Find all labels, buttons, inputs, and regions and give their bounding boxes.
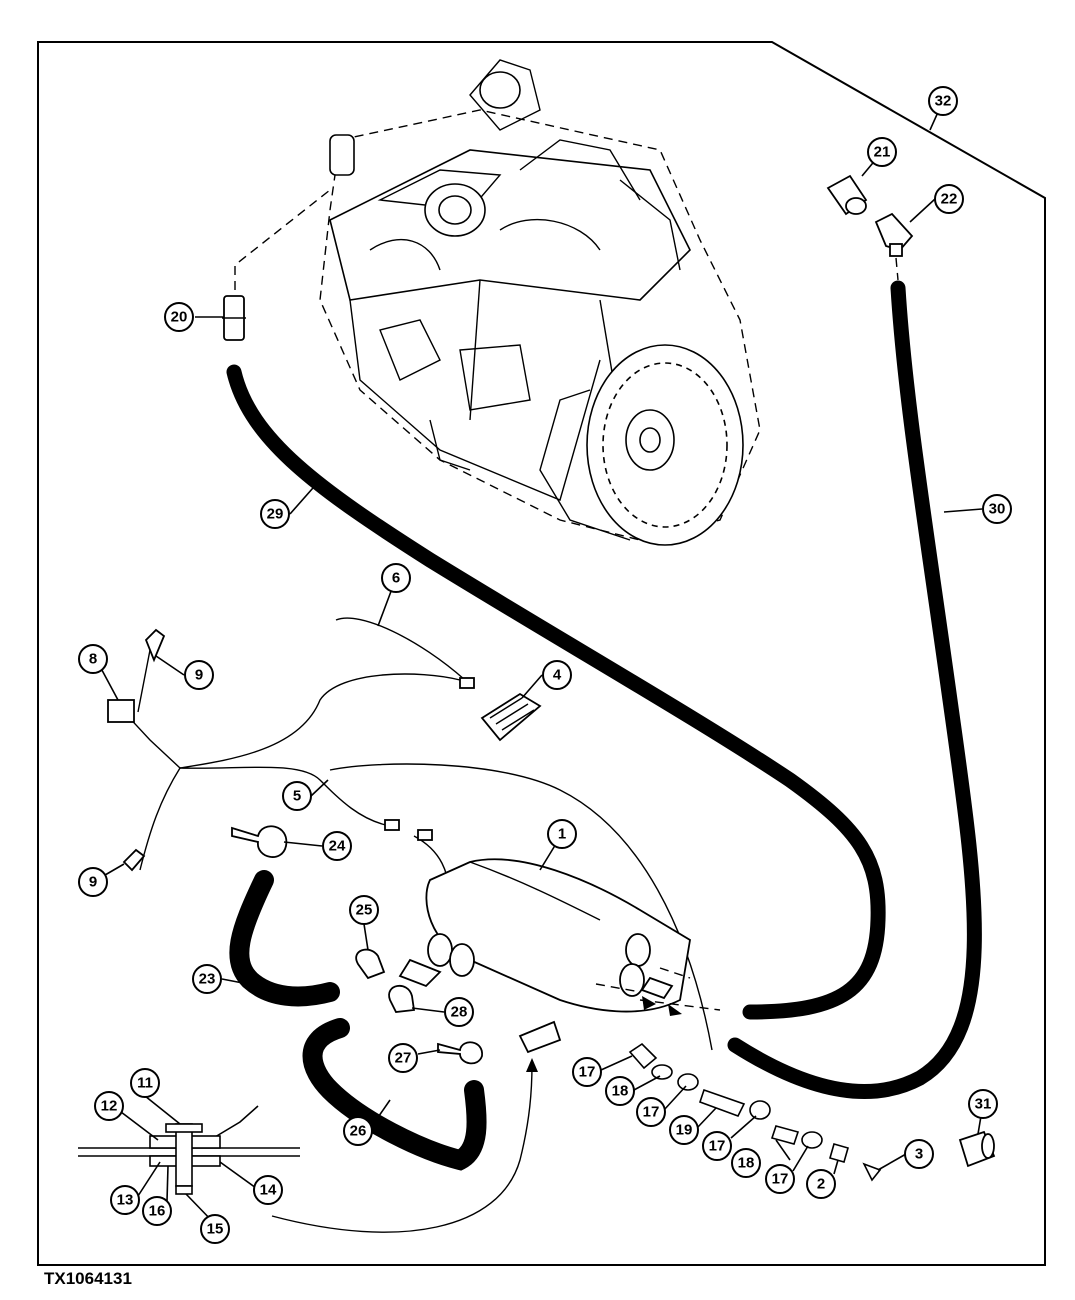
svg-text:21: 21	[874, 144, 891, 161]
elbow-22	[874, 212, 914, 257]
callout-28: 28	[444, 997, 474, 1027]
frame-border	[37, 41, 1046, 1266]
callout-18-b: 18	[731, 1148, 761, 1178]
callout-16: 15	[200, 1214, 230, 1244]
svg-text:5: 5	[293, 788, 301, 805]
callout-29: 29	[260, 499, 290, 529]
callout-12: 12	[94, 1091, 124, 1121]
callout-23: 23	[192, 964, 222, 994]
callout-26: 26	[343, 1116, 373, 1146]
svg-text:11: 11	[137, 1075, 153, 1092]
callout-3: 3	[904, 1139, 934, 1169]
callout-17-a: 17	[572, 1057, 602, 1087]
callout-14: 14	[253, 1175, 283, 1205]
hose-23	[229, 870, 340, 1007]
callout-30: 30	[982, 494, 1012, 524]
svg-text:26: 26	[350, 1123, 367, 1140]
clamp-25	[355, 948, 386, 980]
svg-text:17: 17	[643, 1104, 660, 1121]
figure-id: TX1064131	[44, 1269, 132, 1288]
callout-19: 19	[669, 1115, 699, 1145]
callout-31: 31	[968, 1089, 998, 1119]
mount-detail	[78, 1105, 300, 1195]
hose-29	[226, 364, 886, 1020]
svg-text:15: 15	[207, 1221, 224, 1238]
svg-text:9: 9	[195, 667, 203, 684]
svg-text:16: 16	[149, 1203, 166, 1220]
svg-text:8: 8	[89, 651, 97, 668]
callout-24: 24	[322, 831, 352, 861]
connector-4	[480, 692, 542, 742]
connector-8	[107, 699, 135, 723]
svg-text:12: 12	[101, 1098, 118, 1115]
svg-text:4: 4	[553, 667, 562, 684]
hose-30	[727, 280, 982, 1099]
callout-21: 21	[867, 137, 897, 167]
svg-text:19: 19	[676, 1122, 693, 1139]
callout-5: 5	[282, 781, 312, 811]
callout-8: 8	[78, 644, 108, 674]
fitting-21	[826, 174, 868, 216]
fitting-31	[958, 1130, 996, 1168]
callout-1: 1	[547, 819, 577, 849]
svg-text:3: 3	[915, 1146, 923, 1163]
callout-15: 16	[142, 1196, 172, 1226]
callout-18-a: 18	[605, 1076, 635, 1106]
svg-text:13: 13	[117, 1192, 134, 1209]
svg-text:9: 9	[89, 874, 97, 891]
callout-17-c: 17	[702, 1131, 732, 1161]
hose-26	[302, 1018, 487, 1171]
svg-text:31: 31	[975, 1096, 992, 1113]
engine-illustration	[319, 59, 761, 546]
svg-text:17: 17	[579, 1064, 596, 1081]
callout-11: 11	[130, 1068, 160, 1098]
svg-text:23: 23	[199, 971, 216, 988]
callout-20: 20	[164, 302, 194, 332]
svg-text:25: 25	[356, 902, 373, 919]
clamp-27	[437, 1041, 483, 1065]
svg-text:30: 30	[989, 501, 1006, 518]
svg-text:6: 6	[392, 570, 400, 587]
svg-text:18: 18	[738, 1155, 755, 1172]
callout-22: 22	[934, 184, 964, 214]
heater-1	[398, 858, 691, 1054]
svg-text:24: 24	[329, 838, 346, 855]
svg-text:17: 17	[772, 1171, 789, 1188]
svg-text:17: 17	[709, 1138, 726, 1155]
fittings-chain	[628, 1042, 882, 1182]
callout-9-bottom: 9	[78, 867, 108, 897]
callout-4: 4	[542, 660, 572, 690]
svg-text:14: 14	[260, 1182, 277, 1199]
callout-17-d: 17	[765, 1164, 795, 1194]
svg-text:28: 28	[451, 1004, 468, 1021]
routing-arrow	[271, 1063, 533, 1233]
svg-text:29: 29	[267, 506, 284, 523]
callout-32: 32	[928, 86, 958, 116]
wire-6	[335, 617, 466, 681]
svg-text:2: 2	[817, 1176, 825, 1193]
callout-17-b: 17	[636, 1097, 666, 1127]
callout-13: 13	[110, 1185, 140, 1215]
clamp-24	[231, 825, 288, 858]
svg-text:27: 27	[395, 1050, 412, 1067]
callout-6: 6	[381, 563, 411, 593]
svg-text:1: 1	[558, 826, 566, 843]
svg-text:18: 18	[612, 1083, 629, 1100]
svg-text:22: 22	[941, 191, 958, 208]
callout-27: 27	[388, 1043, 418, 1073]
callout-2: 2	[806, 1169, 836, 1199]
svg-text:32: 32	[935, 93, 952, 110]
grommet-28	[388, 985, 416, 1013]
callout-25: 25	[349, 895, 379, 925]
callout-9-top: 9	[184, 660, 214, 690]
svg-text:20: 20	[171, 309, 188, 326]
